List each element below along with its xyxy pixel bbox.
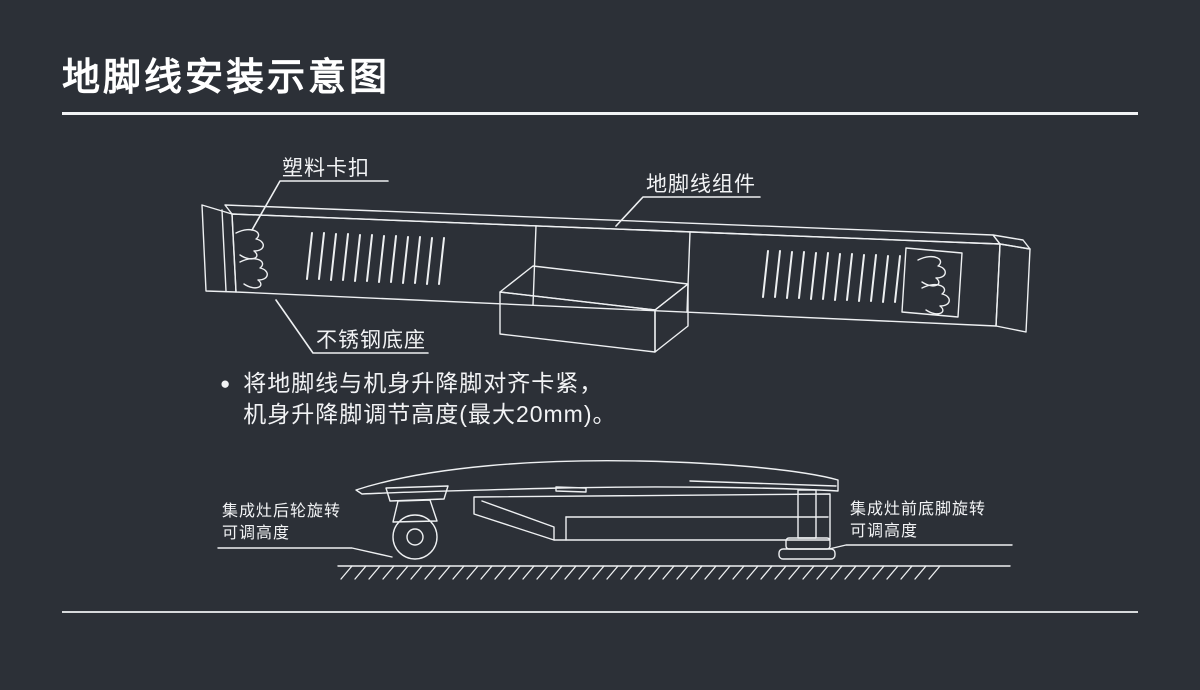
label-front-foot-line2: 可调高度 (850, 523, 919, 540)
ground-hatch (340, 565, 941, 580)
page-title: 地脚线安装示意图 (62, 57, 391, 99)
label-rear-wheel-line1: 集成灶后轮旋转 (222, 503, 342, 520)
label-steel-base: 不锈钢底座 (316, 329, 426, 352)
label-front-foot-line1: 集成灶前底脚旋转 (850, 501, 987, 518)
label-rear-wheel: 集成灶后轮旋转 可调高度 (222, 501, 341, 545)
note-line-2: 机身升降脚调节高度(最大20mm)。 (243, 401, 617, 427)
label-baseboard-assembly: 地脚线组件 (646, 173, 756, 196)
caster-wheel (385, 485, 449, 560)
label-plastic-clip: 塑料卡扣 (282, 157, 370, 180)
vent-slots-right (762, 250, 901, 303)
title-divider (62, 112, 1138, 115)
leader-lines-bottom (217, 544, 1013, 558)
plastic-clip-right (901, 247, 963, 318)
bottom-divider (62, 611, 1138, 613)
plastic-clip-left (235, 229, 268, 289)
note-bullet: ● (220, 374, 231, 393)
steel-base-box (499, 265, 689, 353)
note-line-1: 将地脚线与机身升降脚对齐卡紧， (243, 370, 604, 396)
note-text: 将地脚线与机身升降脚对齐卡紧， 机身升降脚调节高度(最大20mm)。 (243, 368, 616, 430)
vent-slots-left (306, 232, 445, 285)
adjustable-foot (778, 489, 836, 560)
install-note: ● 将地脚线与机身升降脚对齐卡紧， 机身升降脚调节高度(最大20mm)。 (220, 368, 617, 430)
label-rear-wheel-line2: 可调高度 (222, 525, 291, 542)
label-front-foot: 集成灶前底脚旋转 可调高度 (850, 499, 986, 543)
